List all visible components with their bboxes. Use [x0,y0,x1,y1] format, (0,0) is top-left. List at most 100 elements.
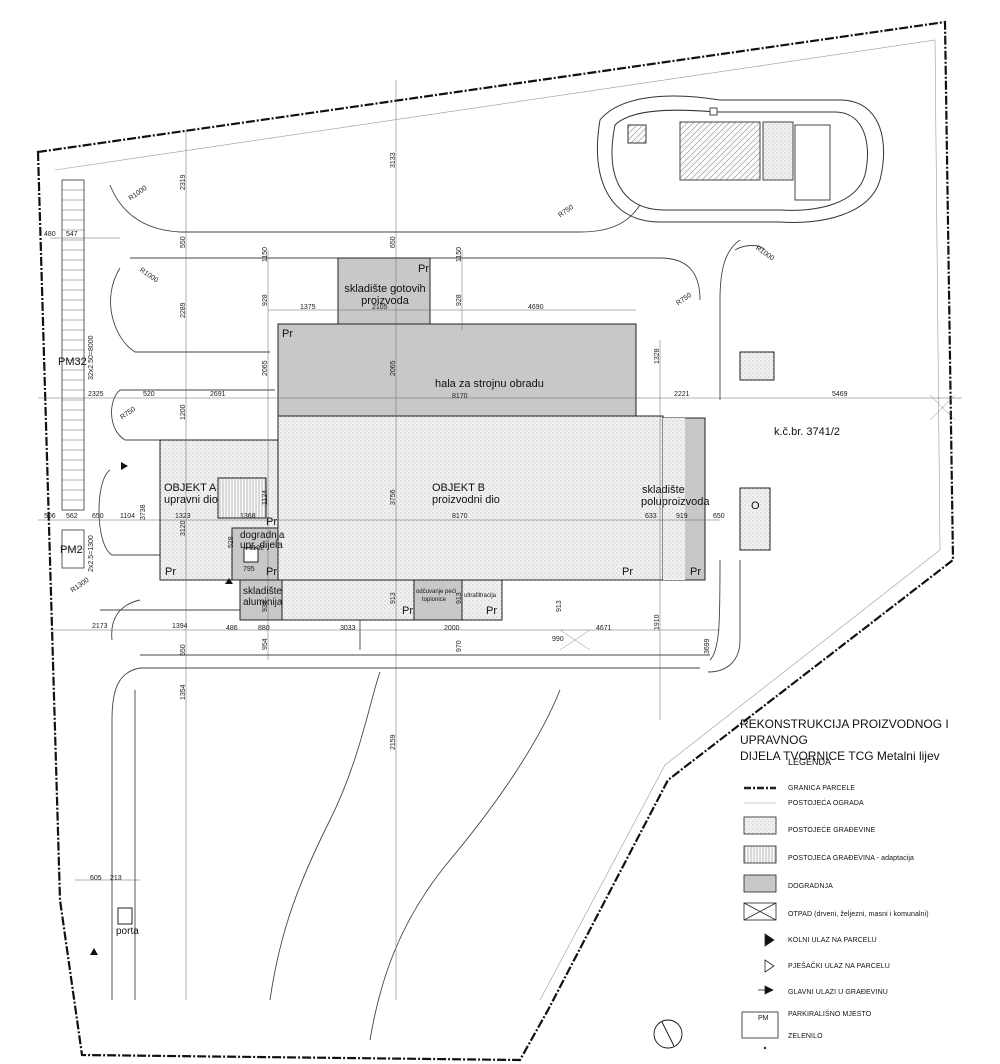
label-skladiste-al-2: aluminija [243,597,283,608]
storage-yard-top-right [597,95,885,223]
dim-2319: 2319 [180,174,187,190]
legend-item: POSTOJEĆA OGRADA [740,795,990,819]
dim-1375: 1375 [300,304,316,311]
dim-1368: 1368 [240,513,256,520]
dim-3699: 3699 [704,638,711,654]
legend-item: POSTOJEĆA GRAĐEVINA - adaptacija [740,850,990,874]
label-ultrafiltracija: ultrafiltracija [464,593,497,599]
pr-marker: Pr [282,328,293,340]
pr-marker: Pr [418,263,429,275]
legend-item: DOGRADNJA [740,878,990,902]
label-skladiste-polu-2: poluproizvoda [641,496,710,508]
dim-8170a: 8170 [452,393,468,400]
dim-pm2: 2x2.5=1300 [88,535,95,572]
label-dogradnja-1: dogradnja [240,530,285,541]
label-hala: hala za strojnu obradu [435,378,544,390]
dim-3120: 3120 [180,520,187,536]
dim-928b: 928 [456,294,463,306]
dim-1124: 1124 [262,489,269,505]
dim-913a: 913 [390,592,397,604]
label-otpad-mark: O [751,500,760,512]
pr-marker: Pr [486,605,497,617]
pr-marker: Pr [402,605,413,617]
label-skladiste-al-1: skladište [243,586,282,597]
dim-1910: 1910 [654,614,661,630]
legend-item: OTPAD (drveni, željezni, masni i komunal… [740,906,990,930]
dim-650b: 650 [713,513,725,520]
dim-2065b: 2065 [262,360,269,376]
dim-1104: 1104 [120,513,136,520]
dim-1354: 1354 [180,684,187,700]
legend-item: POSTOJEĆE GRAĐEVINE [740,822,990,846]
dim-550b: 550 [180,644,187,656]
legend-item-label: GLAVNI ULAZI U GRAĐEVINU [788,989,888,996]
dim-550a: 550 [180,236,187,248]
pr-marker: Pr [165,566,176,578]
dim-1394: 1394 [172,623,188,630]
dim-650a: 650 [92,513,104,520]
dim-5469: 5469 [832,391,848,398]
pr-marker: Pr [266,566,277,578]
title-line-2: DIJELA TVORNICE TCG Metalni lijev [740,749,940,763]
drawing-title: REKONSTRUKCIJA PROIZVODNOG I UPRAVNOG DI… [740,716,995,764]
ultrafiltracija-shape [461,579,503,621]
label-porta: porta [116,926,139,937]
dim-4690: 4690 [528,304,544,311]
dim-486: 486 [226,625,238,632]
existing-fence [54,39,941,1001]
label-skladiste-polu-1: skladište [642,484,685,496]
roads [98,184,766,1041]
legend-item-label: GRANICA PARCELE [788,785,856,792]
dim-2105: 2105 [372,304,388,311]
dim-2325: 2325 [88,391,104,398]
dim-2065: 2065 [390,360,397,376]
legend-item: ZELENILO [740,1028,990,1052]
label-objekt-a-name: OBJEKT A [164,482,217,494]
label-odvajanje-1: odčuvanje peći [416,589,457,595]
legend-item: PARKIRALIŠNO MJESTO PM [740,1006,990,1030]
dim-938: 938 [262,600,269,612]
dim-990: 990 [552,636,564,643]
legend-item-label: OTPAD (drveni, željezni, masni i komunal… [788,911,929,918]
dim-506: 506 [44,513,56,520]
dim-2289: 2289 [180,302,187,318]
dim-954: 954 [262,638,269,650]
label-pm2: PM2 [60,544,83,556]
title-line-1: REKONSTRUKCIJA PROIZVODNOG I UPRAVNOG [740,717,949,747]
dim-1323: 1323 [175,513,191,520]
dim-562: 562 [66,513,78,520]
legend-item-label: ZELENILO [788,1033,823,1040]
dim-pm32: 32x2.50=8000 [88,335,95,380]
legend-item: GLAVNI ULAZI U GRAĐEVINU [740,984,990,1008]
otpad-shape [739,487,771,551]
dim-795: 795 [243,566,255,573]
dim-520: 520 [143,391,155,398]
buildings [117,257,775,925]
label-pm32: PM32 [58,356,87,368]
north-arrow [653,1019,683,1049]
legend-item-label: KOLNI ULAZ NA PARCELU [788,937,877,944]
porta-shape [117,907,133,925]
dim-2159: 2159 [390,734,397,750]
parcel-boundary [36,20,955,1062]
dim-919: 919 [676,513,688,520]
parking-strip-pm32 [61,179,85,569]
label-objekt-b-sub: proizvodni dio [432,494,500,506]
dim-528: 528 [228,536,235,548]
label-objekt-a-sub: upravni dio [164,494,218,506]
dim-213: 213 [110,875,122,882]
dim-913b: 913 [456,592,463,604]
dim-1200: 1200 [180,404,187,420]
dim-4671: 4671 [596,625,612,632]
legend-pm-symbol-text: PM [758,1015,769,1022]
legend-item: GRANICA PARCELE [740,780,990,804]
pr-marker: Pr [266,516,277,528]
dim-8170b: 8170 [452,513,468,520]
dim-1150b: 1150 [456,246,463,262]
dim-2000: 2000 [444,625,460,632]
legend-item: PJEŠAČKI ULAZ NA PARCELU [740,958,990,982]
hala-shape [277,323,637,417]
dim-3756: 3756 [390,489,397,505]
dim-913c: 913 [556,600,563,612]
legend-item-label: PARKIRALIŠNO MJESTO [788,1011,872,1018]
